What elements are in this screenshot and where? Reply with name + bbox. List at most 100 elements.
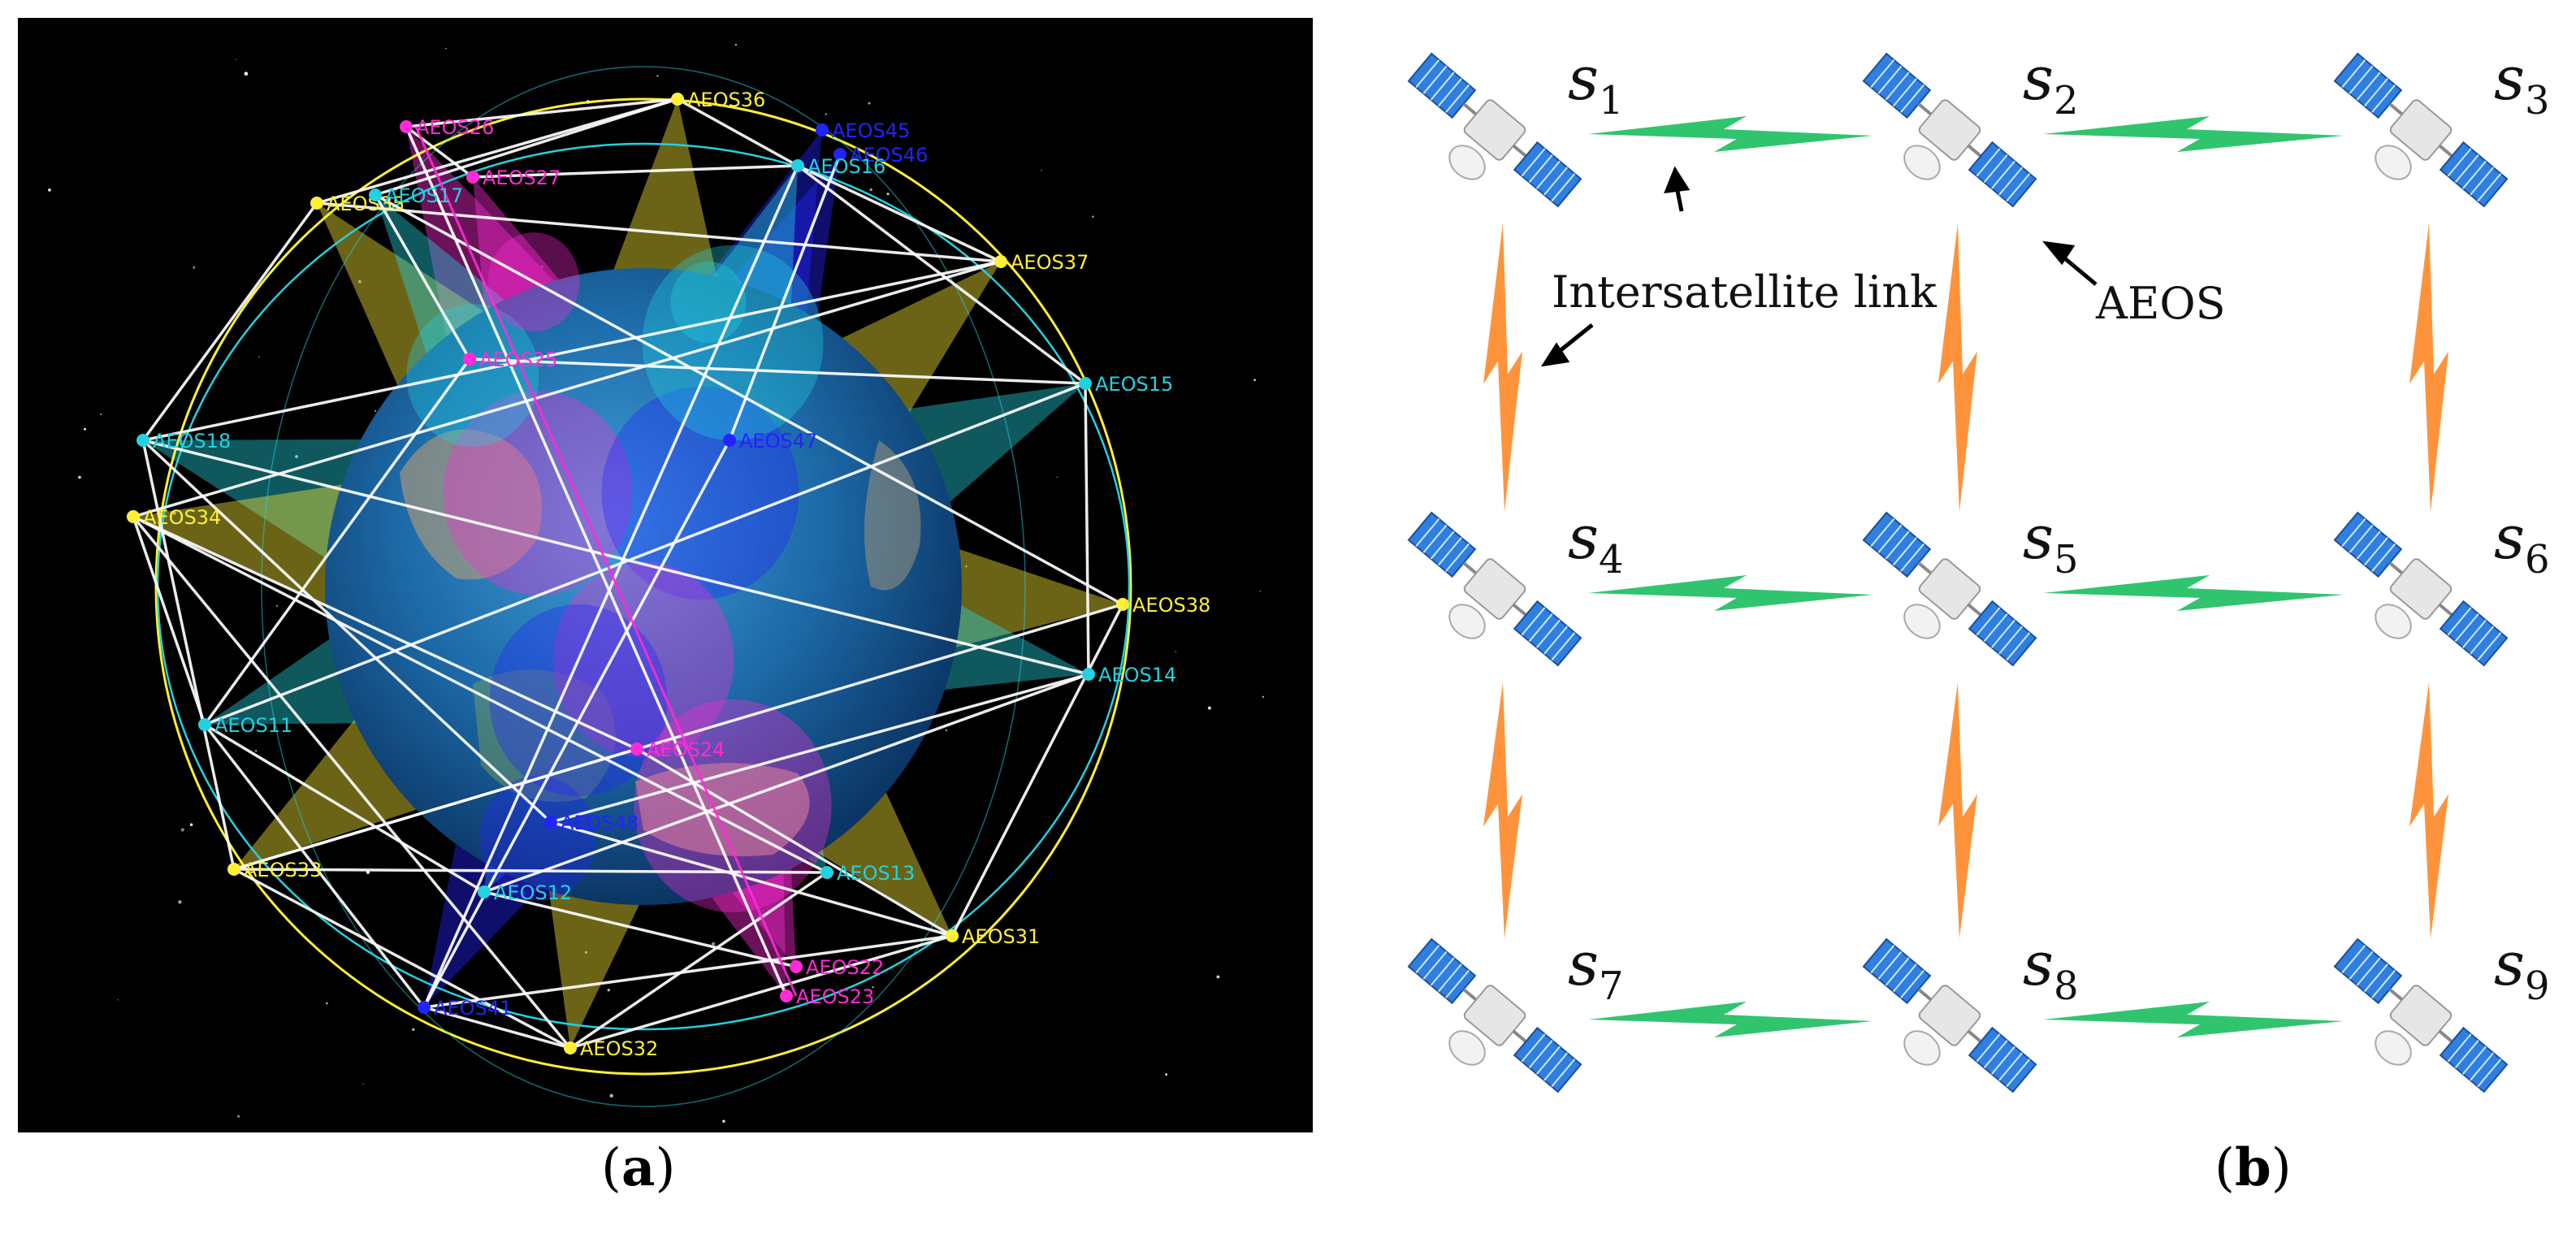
link-29: [203, 723, 426, 1009]
satellite-label: AEOS22: [806, 956, 884, 979]
vertical-isl-9: [1938, 682, 1977, 938]
satellite-dot: [418, 1001, 431, 1014]
horizontal-isl-1: [2043, 116, 2344, 152]
satellite-dot: [780, 989, 793, 1002]
link-32: [550, 821, 953, 937]
satellite-label: AEOS12: [494, 881, 572, 904]
horizontal-isl-0: [1588, 116, 1872, 152]
satellite-dot: [198, 718, 211, 731]
satellite-dot: [723, 434, 736, 447]
aeos-annotation: AEOS: [2095, 278, 2226, 329]
satellite-icon: [1859, 49, 2040, 211]
node-label: s5: [2023, 503, 2079, 582]
horizontal-isl-3: [2043, 575, 2344, 611]
satellite-dot: [790, 960, 803, 973]
node-index: 7: [1599, 963, 1624, 1009]
footprint-0: [443, 391, 633, 595]
node-label: s3: [2494, 49, 2550, 123]
constellation-scene: AEOS36AEOS26AEOS27AEOS45AEOS46AEOS16AEOS…: [48, 43, 1265, 1123]
node-index: 2: [2054, 78, 2079, 123]
satellite-aeos32: AEOS32: [564, 1037, 658, 1060]
satellite-label: AEOS48: [561, 812, 639, 834]
annotations: Intersatellite link AEOS: [1540, 166, 2226, 367]
footprint-7: [670, 261, 747, 344]
satellite-icon: [1859, 934, 2040, 1097]
satellite-aeos35: AEOS35: [310, 193, 405, 215]
satellite-icon: [2331, 49, 2511, 211]
node-s4: s4: [1405, 503, 1624, 670]
link-39: [423, 1006, 571, 1050]
satellite-aeos24: AEOS24: [630, 738, 725, 761]
satellite-label: AEOS36: [687, 89, 765, 111]
satellite-markers: AEOS36AEOS26AEOS27AEOS45AEOS46AEOS16AEOS…: [127, 89, 1210, 1060]
link-13: [142, 260, 1002, 442]
satellite-label: AEOS34: [143, 506, 221, 529]
link-2: [316, 97, 678, 205]
magenta-plane-link: [414, 126, 798, 997]
node-s1: s1: [1405, 44, 1624, 211]
link-38: [423, 934, 953, 1009]
link-15: [469, 357, 1086, 385]
satellite-aeos38: AEOS38: [1116, 594, 1210, 617]
link-17: [1084, 383, 1090, 675]
link-42: [374, 97, 678, 197]
node-index: 3: [2525, 78, 2550, 123]
node-s2: s2: [1859, 44, 2079, 211]
satellite-label: AEOS14: [1098, 664, 1176, 686]
satellite-dot: [544, 816, 557, 829]
horizontal-isl-5: [2043, 1002, 2344, 1037]
link-36: [569, 871, 828, 1050]
node-index: 8: [2054, 963, 2079, 1009]
satellite-label: AEOS46: [850, 144, 928, 167]
node-index: 9: [2525, 963, 2550, 1009]
satellite-dot: [564, 1041, 577, 1054]
satellite-label: AEOS17: [385, 184, 463, 207]
footprint-4: [406, 304, 539, 447]
satellite-aeos23: AEOS23: [780, 985, 874, 1008]
satellite-dot: [994, 255, 1007, 268]
satellite-aeos33: AEOS33: [227, 859, 322, 881]
satellite-label: AEOS45: [832, 119, 910, 142]
satellite-label: AEOS33: [244, 859, 322, 881]
satellite-label: AEOS32: [580, 1037, 658, 1060]
satellite-dot: [820, 866, 833, 879]
link-9: [141, 201, 318, 442]
caption-a: (a): [601, 1137, 676, 1198]
satellite-dot: [227, 863, 240, 876]
satellite-dot: [478, 885, 491, 898]
satellite-aeos48: AEOS48: [544, 812, 639, 834]
link-7: [422, 165, 799, 1008]
satellite-aeos22: AEOS22: [790, 956, 884, 979]
satellite-dot: [946, 929, 959, 942]
caption-b: (b): [2214, 1137, 2292, 1198]
satellite-dot: [630, 743, 643, 756]
satellite-aeos16: AEOS16: [791, 155, 885, 178]
link-0: [405, 97, 678, 128]
satellite-label: AEOS38: [1132, 594, 1210, 617]
satellite-icon: [2331, 934, 2511, 1097]
satellite-dot: [369, 188, 382, 201]
satellite-label: AEOS15: [1095, 373, 1173, 396]
link-25: [950, 604, 1124, 937]
satellite-aeos36: AEOS36: [671, 89, 765, 111]
link-44: [132, 515, 572, 1050]
satellite-dot: [791, 159, 804, 172]
node-s7: s7: [1405, 929, 1624, 1097]
satellite-label: AEOS11: [214, 714, 292, 737]
satellite-dot: [136, 434, 149, 447]
satellite-label: AEOS16: [807, 155, 885, 178]
isl-annotation: Intersatellite link: [1552, 266, 1937, 318]
link-22: [132, 515, 638, 751]
intersatellite-links: [132, 97, 1124, 1050]
satellite-label: AEOS31: [962, 925, 1040, 948]
satellite-aeos12: AEOS12: [478, 881, 572, 904]
footprint-9: [479, 775, 596, 902]
vertical-isl-6: [1483, 223, 1522, 512]
node-index: 6: [2525, 537, 2550, 582]
satellite-icon: [1405, 49, 1585, 211]
satellite-aeos26: AEOS26: [400, 116, 494, 139]
satellite-label: AEOS35: [327, 193, 405, 215]
